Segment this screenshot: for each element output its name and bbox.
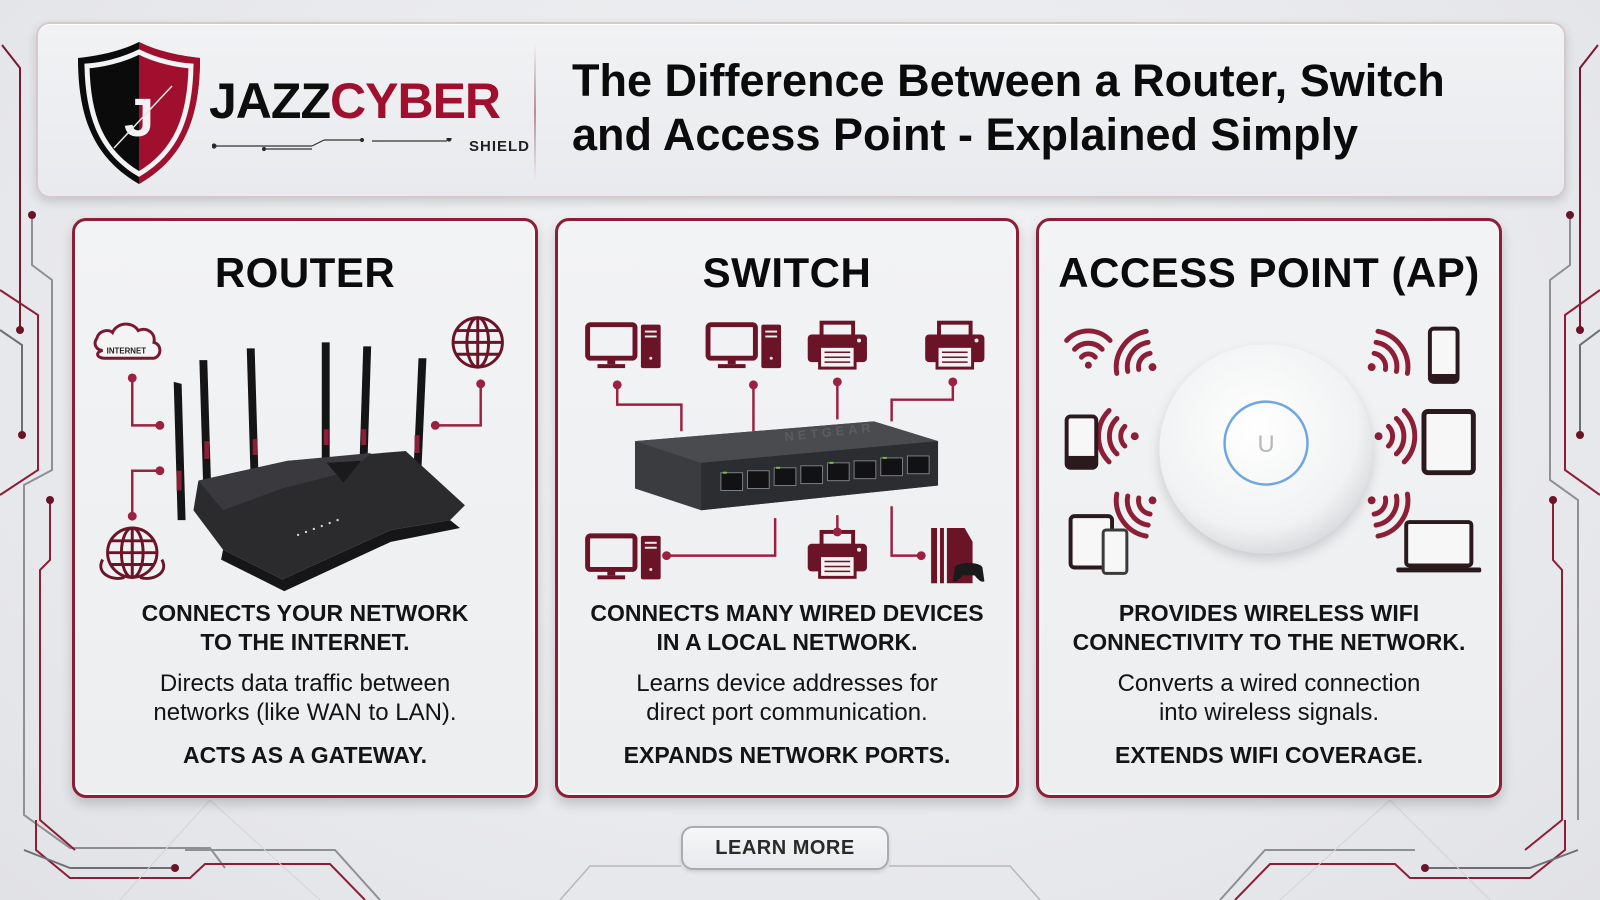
access-point-tagline: EXTENDS WIFI COVERAGE. [1115, 742, 1423, 768]
router-tagline: ACTS AS A GATEWAY. [182, 742, 428, 768]
svg-text:J: J [124, 88, 154, 148]
header-banner: J JAZZCYBER SHIELD The Difference Betwee… [36, 22, 1566, 198]
access-point-device: U [1159, 344, 1373, 554]
smartphone-icon [1427, 326, 1460, 384]
shield-icon: J [78, 42, 200, 184]
internet-cloud-icon: INTERNET [93, 322, 162, 360]
circuit-underline-icon [212, 138, 452, 152]
globe-icon [451, 316, 504, 369]
wifi-icon [1064, 328, 1113, 369]
globe-rotate-icon [99, 526, 166, 580]
router-description: CONNECTS YOUR NETWORK TO THE INTERNET. D… [85, 599, 525, 770]
brand-name: JAZZCYBER [209, 73, 501, 129]
access-point-card: ACCESS POINT (AP) [1036, 218, 1502, 798]
brand-name-part2: CYBER [330, 73, 501, 129]
printer-icon [805, 529, 869, 580]
access-point-card-title: ACCESS POINT (AP) [1058, 249, 1480, 296]
router-card: ROUTER INTERNET [72, 218, 538, 798]
desktop-computer-icon [588, 325, 661, 368]
router-detail: Directs data traffic between networks (l… [153, 670, 457, 726]
access-point-description: PROVIDES WIRELESS WIFI CONNECTIVITY TO T… [1049, 599, 1489, 770]
signal-waves-icon [1099, 325, 1171, 542]
network-switch-device: NETGEAR [634, 420, 939, 511]
access-point-detail: Converts a wired connection into wireles… [1117, 670, 1421, 726]
brand-logo[interactable]: J JAZZCYBER SHIELD [74, 38, 544, 188]
page-title: The Difference Between a Router, Switch … [572, 54, 1552, 162]
switch-tagline: EXPANDS NETWORK PORTS. [623, 742, 951, 768]
laptop-icon [1396, 520, 1482, 573]
brand-name-part1: JAZZ [209, 73, 331, 129]
tablet-icon [1421, 409, 1476, 476]
router-device [173, 342, 465, 591]
signal-waves-icon [1354, 325, 1416, 542]
router-card-title: ROUTER [214, 249, 396, 296]
game-console-icon [931, 527, 985, 584]
header-divider [534, 44, 536, 180]
access-point-headline: PROVIDES WIRELESS WIFI CONNECTIVITY TO T… [1072, 600, 1466, 655]
switch-card-title: SWITCH [702, 249, 872, 296]
svg-text:INTERNET: INTERNET [107, 346, 147, 355]
learn-more-button[interactable]: LEARN MORE [681, 826, 889, 870]
switch-headline: CONNECTS MANY WIRED DEVICES IN A LOCAL N… [590, 600, 984, 655]
svg-text:U: U [1257, 432, 1274, 458]
page-title-line2: and Access Point - Explained Simply [572, 109, 1359, 160]
smartphone-icon [1064, 414, 1099, 470]
router-illustration: INTERNET [93, 316, 504, 591]
page-title-line1: The Difference Between a Router, Switch [572, 55, 1445, 106]
printer-icon [805, 320, 869, 371]
desktop-computer-icon [708, 325, 781, 368]
router-headline: CONNECTS YOUR NETWORK TO THE INTERNET. [141, 600, 469, 655]
switch-illustration: NETGEAR [558, 320, 987, 584]
access-point-illustration: U [1064, 311, 1482, 575]
switch-detail: Learns device addresses for direct port … [636, 670, 938, 726]
switch-card: SWITCH [555, 218, 1019, 798]
printer-icon [923, 320, 987, 371]
switch-description: CONNECTS MANY WIRED DEVICES IN A LOCAL N… [568, 599, 1006, 770]
tablet-phone-icon [1068, 514, 1129, 575]
brand-subtitle: SHIELD [469, 138, 531, 155]
desktop-computer-icon [588, 536, 661, 579]
